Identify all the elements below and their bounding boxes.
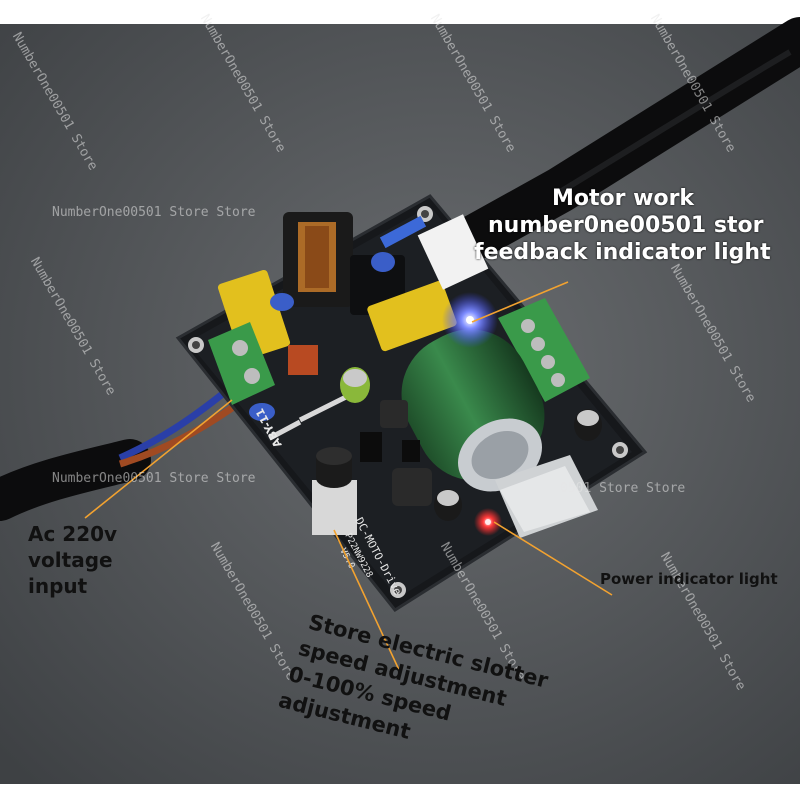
label-voltage: voltage [28, 548, 113, 572]
label-motor-work: Motor work [552, 186, 695, 211]
blue-led [466, 316, 474, 324]
electrolytic-capacitor [401, 329, 545, 492]
label-ac-220v: Ac 220v [28, 522, 118, 546]
red-led [485, 519, 491, 525]
label-feedback-light: feedback indicator light [474, 240, 771, 265]
label-power-indicator: Power indicator light [600, 570, 778, 588]
white-connector [417, 214, 489, 290]
brown-wire [118, 405, 234, 468]
callout-ac-line [84, 399, 233, 519]
watermark: NumberOne00501 Store Store [52, 471, 256, 486]
speed-potentiometer [312, 447, 357, 535]
label-input: input [28, 574, 88, 598]
yellow-capacitor [367, 280, 457, 352]
watermark: 0501 Store Store [560, 481, 686, 496]
power-cable [0, 439, 151, 521]
blue-wire [118, 389, 228, 462]
callout-speed-line [333, 529, 401, 673]
watermark: NumberOne00501 Store Store [52, 205, 256, 220]
label-motor-store: number0ne00501 stor [488, 213, 764, 238]
ac-input-terminal [208, 322, 275, 405]
callout-power-line [493, 521, 613, 596]
motor-output-terminal [498, 298, 590, 402]
callout-motor-line [471, 281, 569, 323]
